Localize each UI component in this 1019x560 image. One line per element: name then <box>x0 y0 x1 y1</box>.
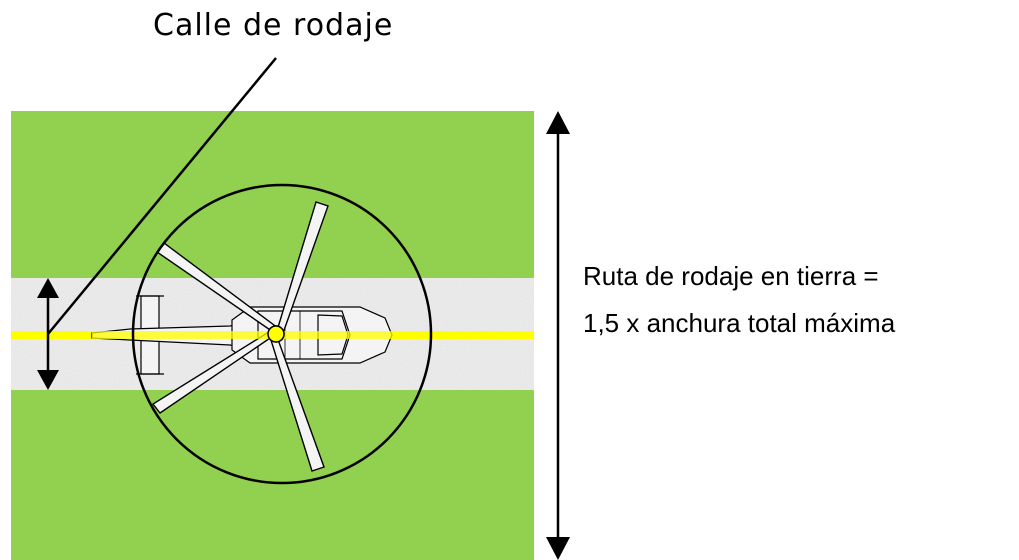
helicopter-main-rotor <box>151 201 329 472</box>
ground-route-label-line1: Ruta de rodaje en tierra = <box>583 261 879 291</box>
arrow-head-icon <box>37 278 59 298</box>
ground-route-label-line2: 1,5 x anchura total máxima <box>583 308 896 338</box>
rotor-disk-circle <box>131 183 433 485</box>
ground-route-height-arrow <box>546 111 570 560</box>
arrow-head-icon <box>37 370 59 390</box>
taxiway-leader-line <box>47 57 277 335</box>
arrow-head-icon <box>546 537 570 560</box>
taxiway-label: Calle de rodaje <box>153 8 393 43</box>
arrow-head-icon <box>546 111 570 134</box>
